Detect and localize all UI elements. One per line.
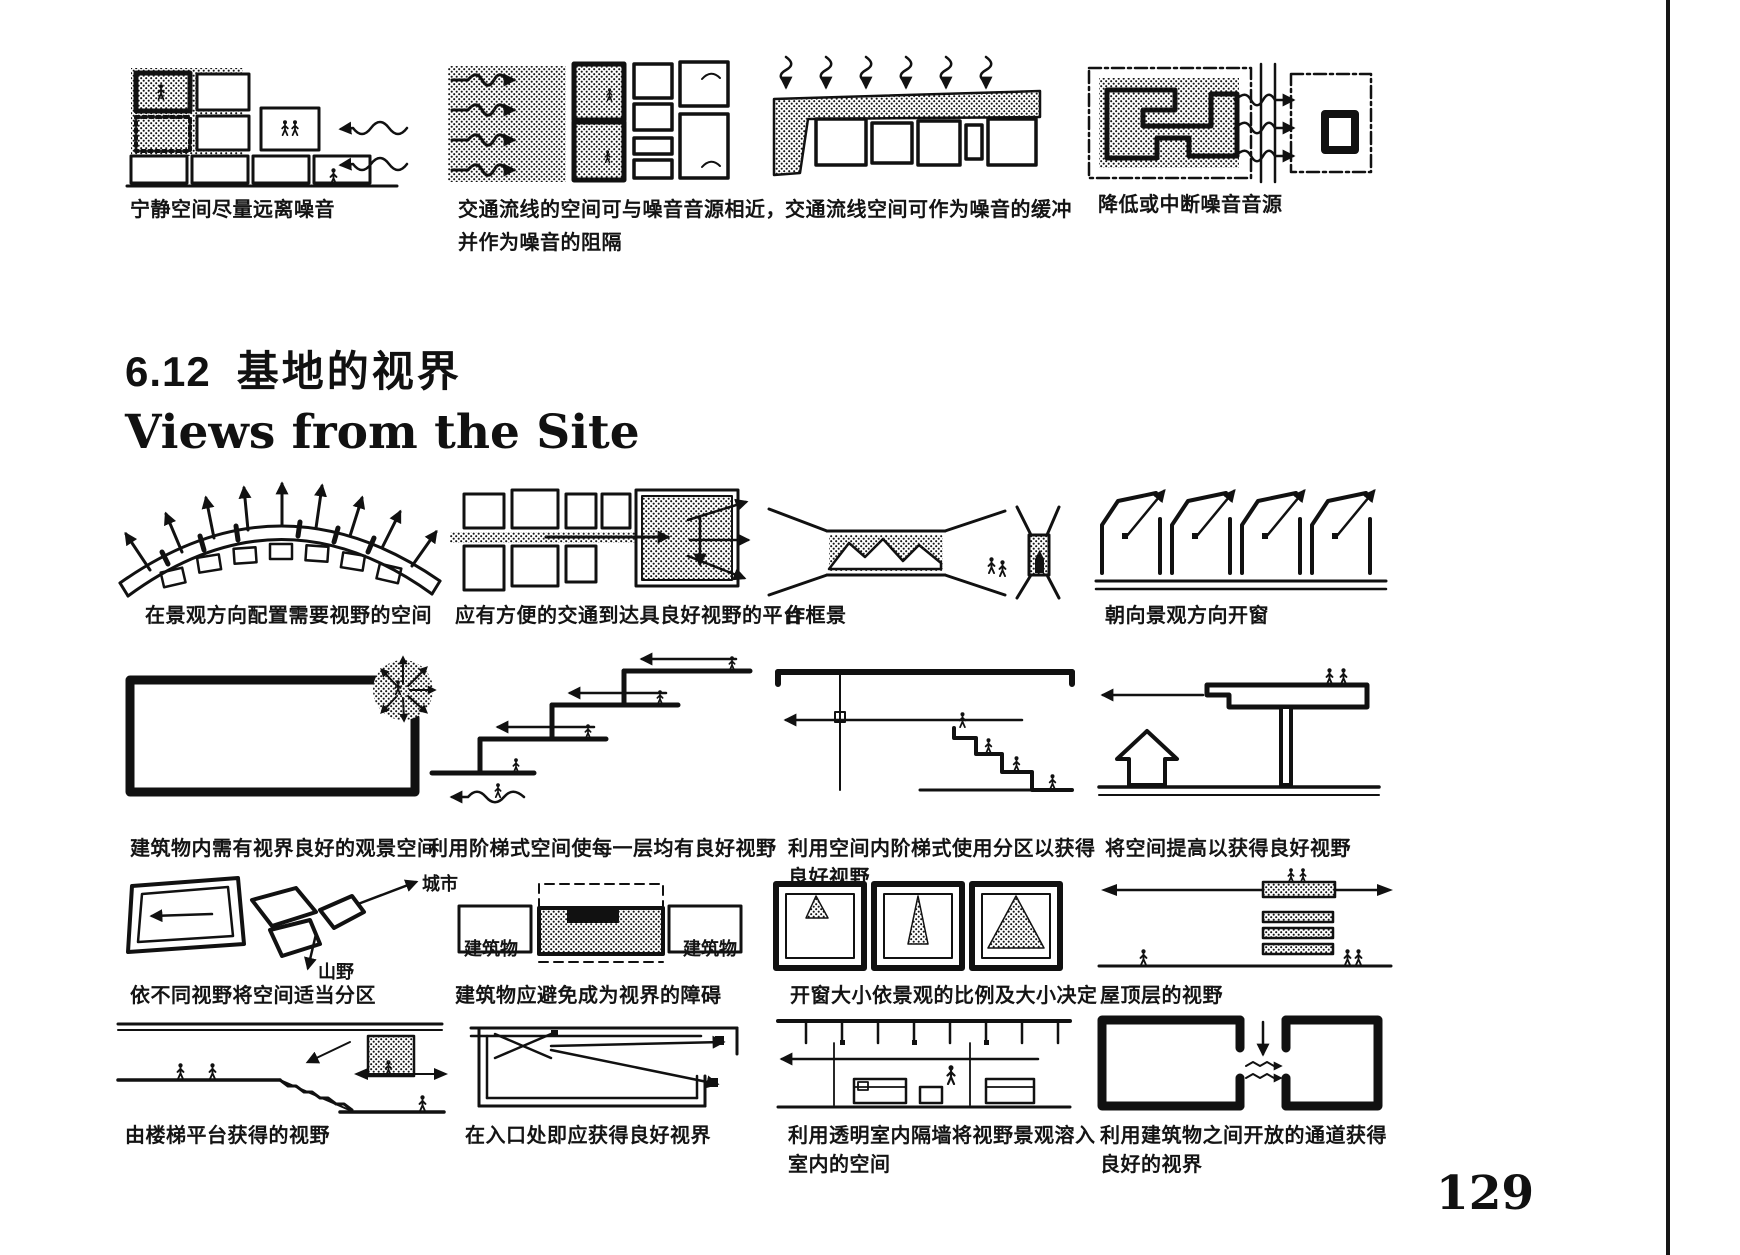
- diagram-caption: 交通流线空间可作为噪音的缓冲: [785, 199, 1072, 221]
- caption-line-2: 良好的视界: [1100, 1154, 1203, 1176]
- person-figure: [1354, 949, 1363, 966]
- diagram-caption: 应有方便的交通到达具良好视野的平台: [455, 605, 804, 627]
- view-diagram-framed-view: 作框景: [765, 505, 1065, 627]
- view-diagram-sawtooth-windows: 朝向景观方向开窗: [1090, 485, 1390, 627]
- view-diagram-window-proportion: 开窗大小依景观的比例及大小决定: [770, 878, 1097, 1007]
- person-figure: [1299, 868, 1307, 883]
- view-diagram-terraced-levels: 利用阶梯式空间使每一层均有良好视野: [428, 645, 776, 860]
- view-diagram-roof-level-view: 屋顶层的视野: [1095, 868, 1395, 1007]
- viewing-corner-sketch: [125, 655, 437, 797]
- section-title-en: Views from the Site: [125, 405, 640, 460]
- diagram-caption: 建筑物应避免成为视界的障碍: [455, 985, 722, 1007]
- section-number: 6.12: [125, 348, 211, 395]
- view-diagram-access-platform: 应有方便的交通到达具良好视野的平台: [450, 488, 803, 627]
- person-figure: [946, 1065, 956, 1085]
- section-header: 6.12 基地的视界 Views from the Site: [125, 338, 640, 460]
- view-diagram-viewing-corner: 建筑物内需有视界良好的观景空间: [120, 650, 450, 860]
- transparent-partitions-sketch: [776, 1019, 1072, 1109]
- caption-line-1: 利用透明室内隔墙将视野景观溶入: [788, 1125, 1096, 1147]
- framed-view-sketch: [767, 505, 1061, 600]
- view-diagram-stepped-zones: 利用空间内阶梯式使用分区以获得 良好视野: [770, 650, 1095, 889]
- entrance-view-sketch: [469, 1026, 739, 1108]
- diagram-caption: 朝向景观方向开窗: [1105, 605, 1269, 627]
- access-platform-sketch: [450, 488, 751, 592]
- noise-diagram-interrupt-source: 降低或中断噪音音源: [1085, 60, 1380, 216]
- diagram-caption: 建筑物内需有视界良好的观景空间: [130, 838, 438, 860]
- diagram-caption: 在入口处即应获得良好视界: [465, 1125, 711, 1147]
- person-figure: [987, 557, 996, 574]
- page-edge-line: [1666, 0, 1670, 1255]
- person-figure: [1139, 949, 1148, 966]
- building-label-left: 建筑物: [464, 939, 518, 959]
- noise-diagram-quiet-space: 宁静空间尽量远离噪音: [115, 62, 415, 221]
- window-proportion-sketch: [773, 881, 1063, 971]
- person-figure: [984, 738, 993, 754]
- person-figure: [728, 656, 736, 671]
- diagram-caption: 利用透明室内隔墙将视野景观溶入 室内的空间: [788, 1122, 1096, 1180]
- page-number: 129: [1436, 1166, 1535, 1221]
- diagram-caption: 将空间提高以获得良好视野: [1105, 838, 1351, 860]
- person-figure: [1339, 668, 1348, 685]
- person-figure: [1012, 756, 1021, 772]
- person-figure: [656, 690, 664, 705]
- caption-line-2: 室内的空间: [788, 1154, 891, 1176]
- traffic-barrier-sketch: [448, 60, 730, 183]
- stair-landing-view-sketch: [116, 1022, 448, 1114]
- noise-diagram-traffic-buffer: 交通流线空间可作为噪音的缓冲: [768, 55, 1072, 221]
- diagram-caption: 作框景: [785, 605, 847, 627]
- person-figure: [958, 712, 967, 728]
- diagram-caption: 依不同视野将空间适当分区: [130, 985, 376, 1007]
- caption-line-1: 利用建筑物之间开放的通道获得: [1100, 1125, 1387, 1147]
- terraced-levels-sketch: [429, 652, 753, 804]
- person-figure: [1048, 774, 1057, 790]
- sawtooth-windows-sketch: [1094, 488, 1388, 591]
- diagram-caption: 屋顶层的视野: [1100, 985, 1223, 1007]
- view-diagram-arc-orientation: 在景观方向配置需要视野的空间: [110, 478, 450, 627]
- section-title-zh: 6.12 基地的视界: [125, 338, 640, 399]
- stepped-zones-sketch: [775, 669, 1075, 792]
- open-passage-sketch: [1097, 1015, 1383, 1111]
- zoning-by-view-sketch: [126, 876, 419, 971]
- interrupt-source-sketch: [1087, 62, 1373, 184]
- diagram-caption: 宁静空间尽量远离噪音: [130, 199, 335, 221]
- city-label: 城市: [422, 874, 458, 894]
- view-diagram-entrance-view: 在入口处即应获得良好视界: [465, 1018, 750, 1147]
- diagram-caption: 开窗大小依景观的比例及大小决定: [790, 985, 1098, 1007]
- diagram-caption: 交通流线的空间可与噪音音源相近， 并作为噪音的阻隔: [458, 196, 786, 258]
- diagram-caption: 利用阶梯式空间使每一层均有良好视野: [428, 838, 777, 860]
- view-diagram-open-passage: 利用建筑物之间开放的通道获得 良好的视界: [1090, 1008, 1395, 1176]
- view-diagram-stair-landing-view: 由楼梯平台获得的视野: [110, 1018, 455, 1147]
- noise-diagram-traffic-barrier: 交通流线的空间可与噪音音源相近， 并作为噪音的阻隔: [448, 58, 786, 254]
- view-diagram-transparent-partitions: 利用透明室内隔墙将视野景观溶入 室内的空间: [770, 1013, 1095, 1176]
- view-diagram-raised-space: 将空间提高以获得良好视野: [1095, 655, 1385, 860]
- caption-line-2: 并作为噪音的阻隔: [458, 232, 622, 254]
- building-label-right: 建筑物: [683, 939, 737, 959]
- person-figure: [584, 724, 592, 739]
- quiet-space-sketch: [125, 68, 409, 188]
- raised-space-sketch: [1097, 668, 1381, 796]
- roof-level-view-sketch: [1097, 868, 1393, 968]
- person-figure: [1325, 668, 1334, 685]
- person-figure: [176, 1063, 185, 1080]
- diagram-caption: 降低或中断噪音音源: [1098, 194, 1283, 216]
- person-figure: [418, 1095, 427, 1112]
- section-title-zh-text: 基地的视界: [236, 348, 462, 395]
- view-diagram-zoning-by-view: 城市 山野 依不同视野将空间适当分区: [120, 872, 458, 1007]
- traffic-buffer-sketch: [772, 55, 1042, 177]
- diagram-caption: 由楼梯平台获得的视野: [125, 1125, 330, 1147]
- mountain-label: 山野: [318, 962, 354, 982]
- arc-orientation-sketch: [118, 481, 442, 598]
- person-figure: [998, 560, 1007, 577]
- caption-line-1: 利用空间内阶梯式使用分区以获得: [788, 838, 1096, 860]
- diagram-caption: 在景观方向配置需要视野的空间: [145, 605, 432, 627]
- view-diagram-building-obstacle: 建筑物 建筑物 建筑物应避免成为视界的障碍: [455, 878, 750, 1007]
- person-figure: [208, 1063, 217, 1080]
- building-obstacle-sketch: [457, 883, 743, 963]
- person-figure: [1287, 868, 1295, 883]
- person-figure: [1343, 949, 1352, 966]
- person-figure: [512, 758, 520, 773]
- caption-line-1: 交通流线的空间可与噪音音源相近，: [458, 199, 786, 221]
- person-figure: [494, 783, 502, 798]
- diagram-caption: 利用建筑物之间开放的通道获得 良好的视界: [1100, 1122, 1387, 1180]
